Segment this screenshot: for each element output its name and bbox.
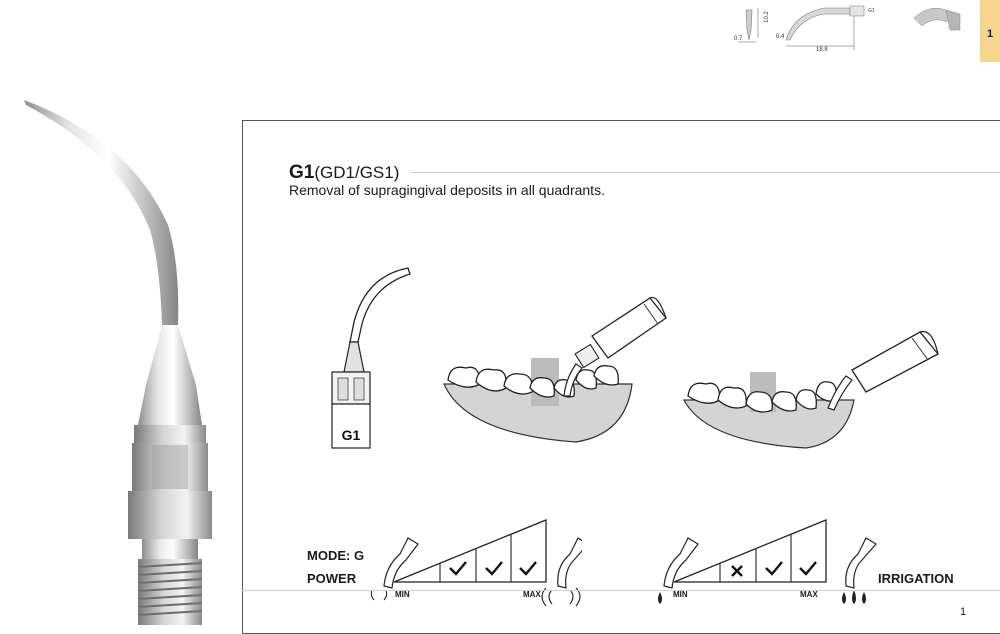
page-number: 1 <box>960 606 967 618</box>
irrigation-label: IRRIGATION <box>878 571 954 586</box>
bottom-rule <box>242 590 1000 591</box>
mini-tip-label: G1 <box>868 8 875 14</box>
tip-title: G1(GD1/GS1) <box>289 162 399 184</box>
dental-illustration-upper <box>683 330 940 449</box>
scaler-tip-image <box>24 100 212 625</box>
check-icon <box>519 561 537 576</box>
dim-04: 0.4 <box>776 34 785 40</box>
tip-drops-icon <box>842 537 877 604</box>
page-tab: 1 <box>980 0 1000 62</box>
check-icon <box>449 561 467 576</box>
check-icon <box>765 561 783 576</box>
power-min-label: MIN <box>395 590 410 599</box>
tip-alt-codes: (GD1/GS1) <box>314 163 400 182</box>
spec-strip: 0.7 10.2 0.4 18.8 G1 <box>724 0 980 62</box>
irrigation-min-label: MIN <box>673 590 688 599</box>
page-tab-number: 1 <box>986 28 994 40</box>
spec-drawing <box>738 5 961 50</box>
dim-102: 10.2 <box>763 11 770 23</box>
dim-188: 18.8 <box>816 47 828 53</box>
power-marks <box>449 561 537 576</box>
dental-illustration-lower <box>443 296 667 443</box>
tip-line-drawing: G1 <box>331 267 411 449</box>
check-icon <box>485 561 503 576</box>
check-icon <box>799 561 817 576</box>
mode-label: MODE: G <box>307 548 365 563</box>
power-max-label: MAX <box>523 590 541 599</box>
dim-07: 0.7 <box>734 36 743 42</box>
irrigation-scale <box>658 519 877 604</box>
irrigation-max-label: MAX <box>800 590 818 599</box>
tip-drop-icon <box>658 537 699 604</box>
irrigation-marks <box>731 561 817 577</box>
tip-max-icon <box>541 537 582 607</box>
tip-description: Removal of supragingival deposits in all… <box>289 182 605 198</box>
cross-icon <box>731 565 743 577</box>
tip-engraving: G1 <box>342 427 361 443</box>
tip-code: G1 <box>289 162 315 183</box>
power-label: POWER <box>307 571 357 586</box>
title-rule <box>410 172 1000 173</box>
